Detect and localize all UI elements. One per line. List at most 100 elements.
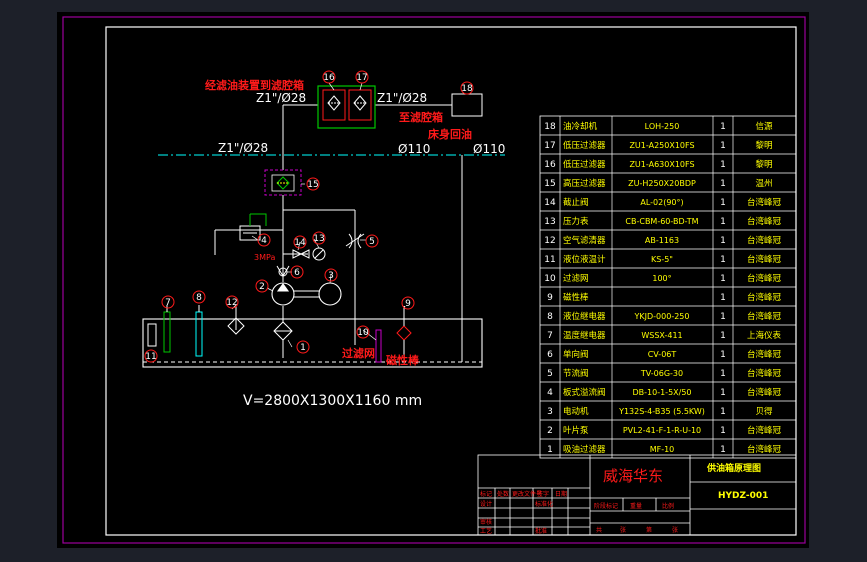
bom-cell-model: CV-06T [648,350,677,359]
callout-17: 17 [356,73,367,83]
callout-7: 7 [165,298,171,308]
bom-cell-name: 压力表 [563,216,589,227]
bom-cell-no: 15 [544,179,555,189]
callout-10: 10 [357,328,369,338]
bom-cell-maker: 台湾峰冠 [747,368,782,379]
bom-cell-maker: 台湾峰冠 [747,292,782,303]
bom-cell-maker: 台湾峰冠 [747,197,782,208]
bom-cell-no: 5 [547,369,553,379]
bom-cell-qty: 1 [720,293,726,303]
bom-cell-maker: 台湾峰冠 [747,216,782,227]
callout-4: 4 [261,236,267,246]
bom-cell-name: 低压过滤器 [563,159,606,170]
filter-device-title: 经滤油装置到滤腔箱 [205,78,304,92]
tb-label-weight: 重量 [630,502,642,510]
pipe-label-mid-right1: Ø110 [398,142,430,156]
callout-16: 16 [323,73,335,83]
bom-cell-name: 磁性棒 [563,292,589,303]
oil-tank [142,318,483,368]
callout-3: 3 [328,271,334,281]
air-breather-symbol [227,306,245,335]
bom-cell-maker: 台湾峰冠 [747,235,782,246]
pressure-note: 3MPa [254,253,275,262]
callout-12: 12 [226,298,237,308]
drawing-sheet [57,12,809,548]
bom-cell-no: 11 [544,255,555,265]
bom-cell-no: 1 [547,445,553,455]
drawing-number: HYDZ-001 [718,491,768,501]
bom-cell-model: TV-06G-30 [640,369,683,378]
bom-cell-no: 7 [547,331,553,341]
bom-cell-no: 16 [544,160,556,170]
bom-cell-maker: 温州 [755,178,772,189]
bom-cell-maker: 信源 [755,121,773,132]
bom-cell-no: 9 [547,293,553,303]
bom-cell-qty: 1 [720,426,726,436]
callout-18: 18 [461,84,473,94]
callout-5: 5 [369,237,375,247]
bom-cell-qty: 1 [720,388,726,398]
bom-cell-name: 油冷却机 [563,121,598,132]
bom-cell-no: 18 [544,122,556,132]
bom-cell-maker: 黎明 [755,140,772,151]
bom-cell-maker: 台湾峰冠 [747,444,782,455]
bom-cell-model: CB-CBM-60-BD-TM [625,217,698,226]
throttle-valve-symbol [345,233,365,249]
return-oil-label: 床身回油 [428,127,472,141]
pipe-label-top-right: Z1"/Ø28 [377,91,427,105]
tank-volume-label: V=2800X1300X1160 mm [243,393,422,409]
bom-cell-name: 单向阀 [563,349,589,360]
bom-cell-no: 3 [547,407,553,417]
bom-cell-maker: 台湾峰冠 [747,349,782,360]
bom-cell-name: 叶片泵 [563,425,589,436]
filter-net-symbol [375,329,382,363]
relief-valve-symbol [239,213,267,241]
bom-cell-qty: 1 [720,236,726,246]
bom-cell-no: 12 [544,236,555,246]
callout-numbers: 1 2 3 4 5 6 7 8 9 10 11 12 13 14 15 16 1… [144,70,474,363]
tb-label-standard: 标准化 [535,500,553,508]
bom-cell-model: ZU-H250X20BDP [628,179,696,188]
bom-cell-no: 6 [547,350,553,360]
bom-cell-model: DB-10-1-5X/50 [632,388,691,397]
bom-cell-qty: 1 [720,217,726,227]
bom-cell-no: 13 [544,217,555,227]
bom-cell-maker: 台湾峰冠 [747,311,782,322]
tb-sheet-no: 第 [646,526,652,534]
bom-cell-qty: 1 [720,407,726,417]
tb-label-scale: 比例 [662,502,674,510]
bom-cell-qty: 1 [720,141,726,151]
tb-label-mark: 标记 [480,490,492,498]
tb-label-stage: 阶段标记 [594,502,618,510]
high-pressure-filter-block [264,169,302,196]
bom-cell-maker: 上海仪表 [747,330,782,341]
bom-cell-qty: 1 [720,445,726,455]
pipe-label-top-left: Z1"/Ø28 [256,91,306,105]
callout-11: 11 [145,352,156,362]
pipe-label-mid-right2: Ø110 [473,142,505,156]
bom-cell-maker: 贝得 [755,406,773,417]
bom-cell-name: 电动机 [563,406,589,417]
bom-cell-maker: 黎明 [755,159,772,170]
callout-6: 6 [294,268,300,278]
company-name: 威海华东 [603,467,663,485]
suction-filter-symbol [273,321,293,358]
bom-cell-qty: 1 [720,312,726,322]
outer-frame [62,16,806,544]
callout-9: 9 [405,299,411,309]
bom-cell-model: Y132S-4-B35 (5.5KW) [618,407,705,416]
tb-label-date: 日期 [555,490,567,498]
filter-net-label: 过滤网 [342,346,375,360]
bom-cell-name: 低压过滤器 [563,140,606,151]
bom-cell-model: AB-1163 [645,236,679,245]
bom-cell-qty: 1 [720,160,726,170]
callout-1: 1 [300,343,306,353]
callout-2: 2 [259,282,265,292]
callout-13: 13 [313,234,324,244]
tb-label-design: 设计 [480,500,492,508]
tb-label-review: 审核 [480,518,492,526]
bom-cell-model: MF-10 [650,445,675,454]
bom-cell-qty: 1 [720,122,726,132]
